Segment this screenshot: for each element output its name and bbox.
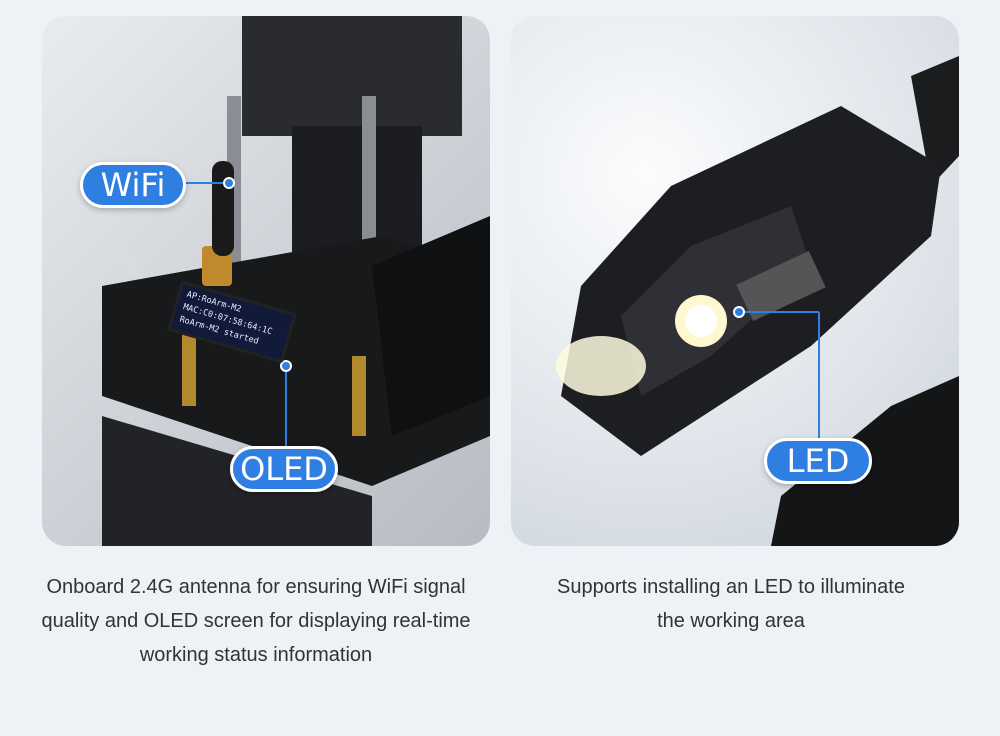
oled-label: OLED [230,446,338,492]
wifi-oled-photo: AP:RoArm-M2 MAC:C0:07:58:64:1C RoArm-M2 … [42,16,490,546]
led-label: LED [764,438,872,484]
right-caption: Supports installing an LED to illuminate… [491,570,971,638]
led-arm-illustration [556,56,959,546]
caption-line: the working area [657,610,805,632]
caption-line: working status information [139,644,373,666]
caption-line: Supports installing an LED to illuminate [557,576,905,598]
left-caption: Onboard 2.4G antenna for ensuring WiFi s… [16,570,496,672]
led-photo: LED [511,16,959,546]
caption-line: Onboard 2.4G antenna for ensuring WiFi s… [46,576,466,598]
wifi-label: WiFi [80,162,186,208]
caption-line: quality and OLED screen for displaying r… [41,610,471,632]
